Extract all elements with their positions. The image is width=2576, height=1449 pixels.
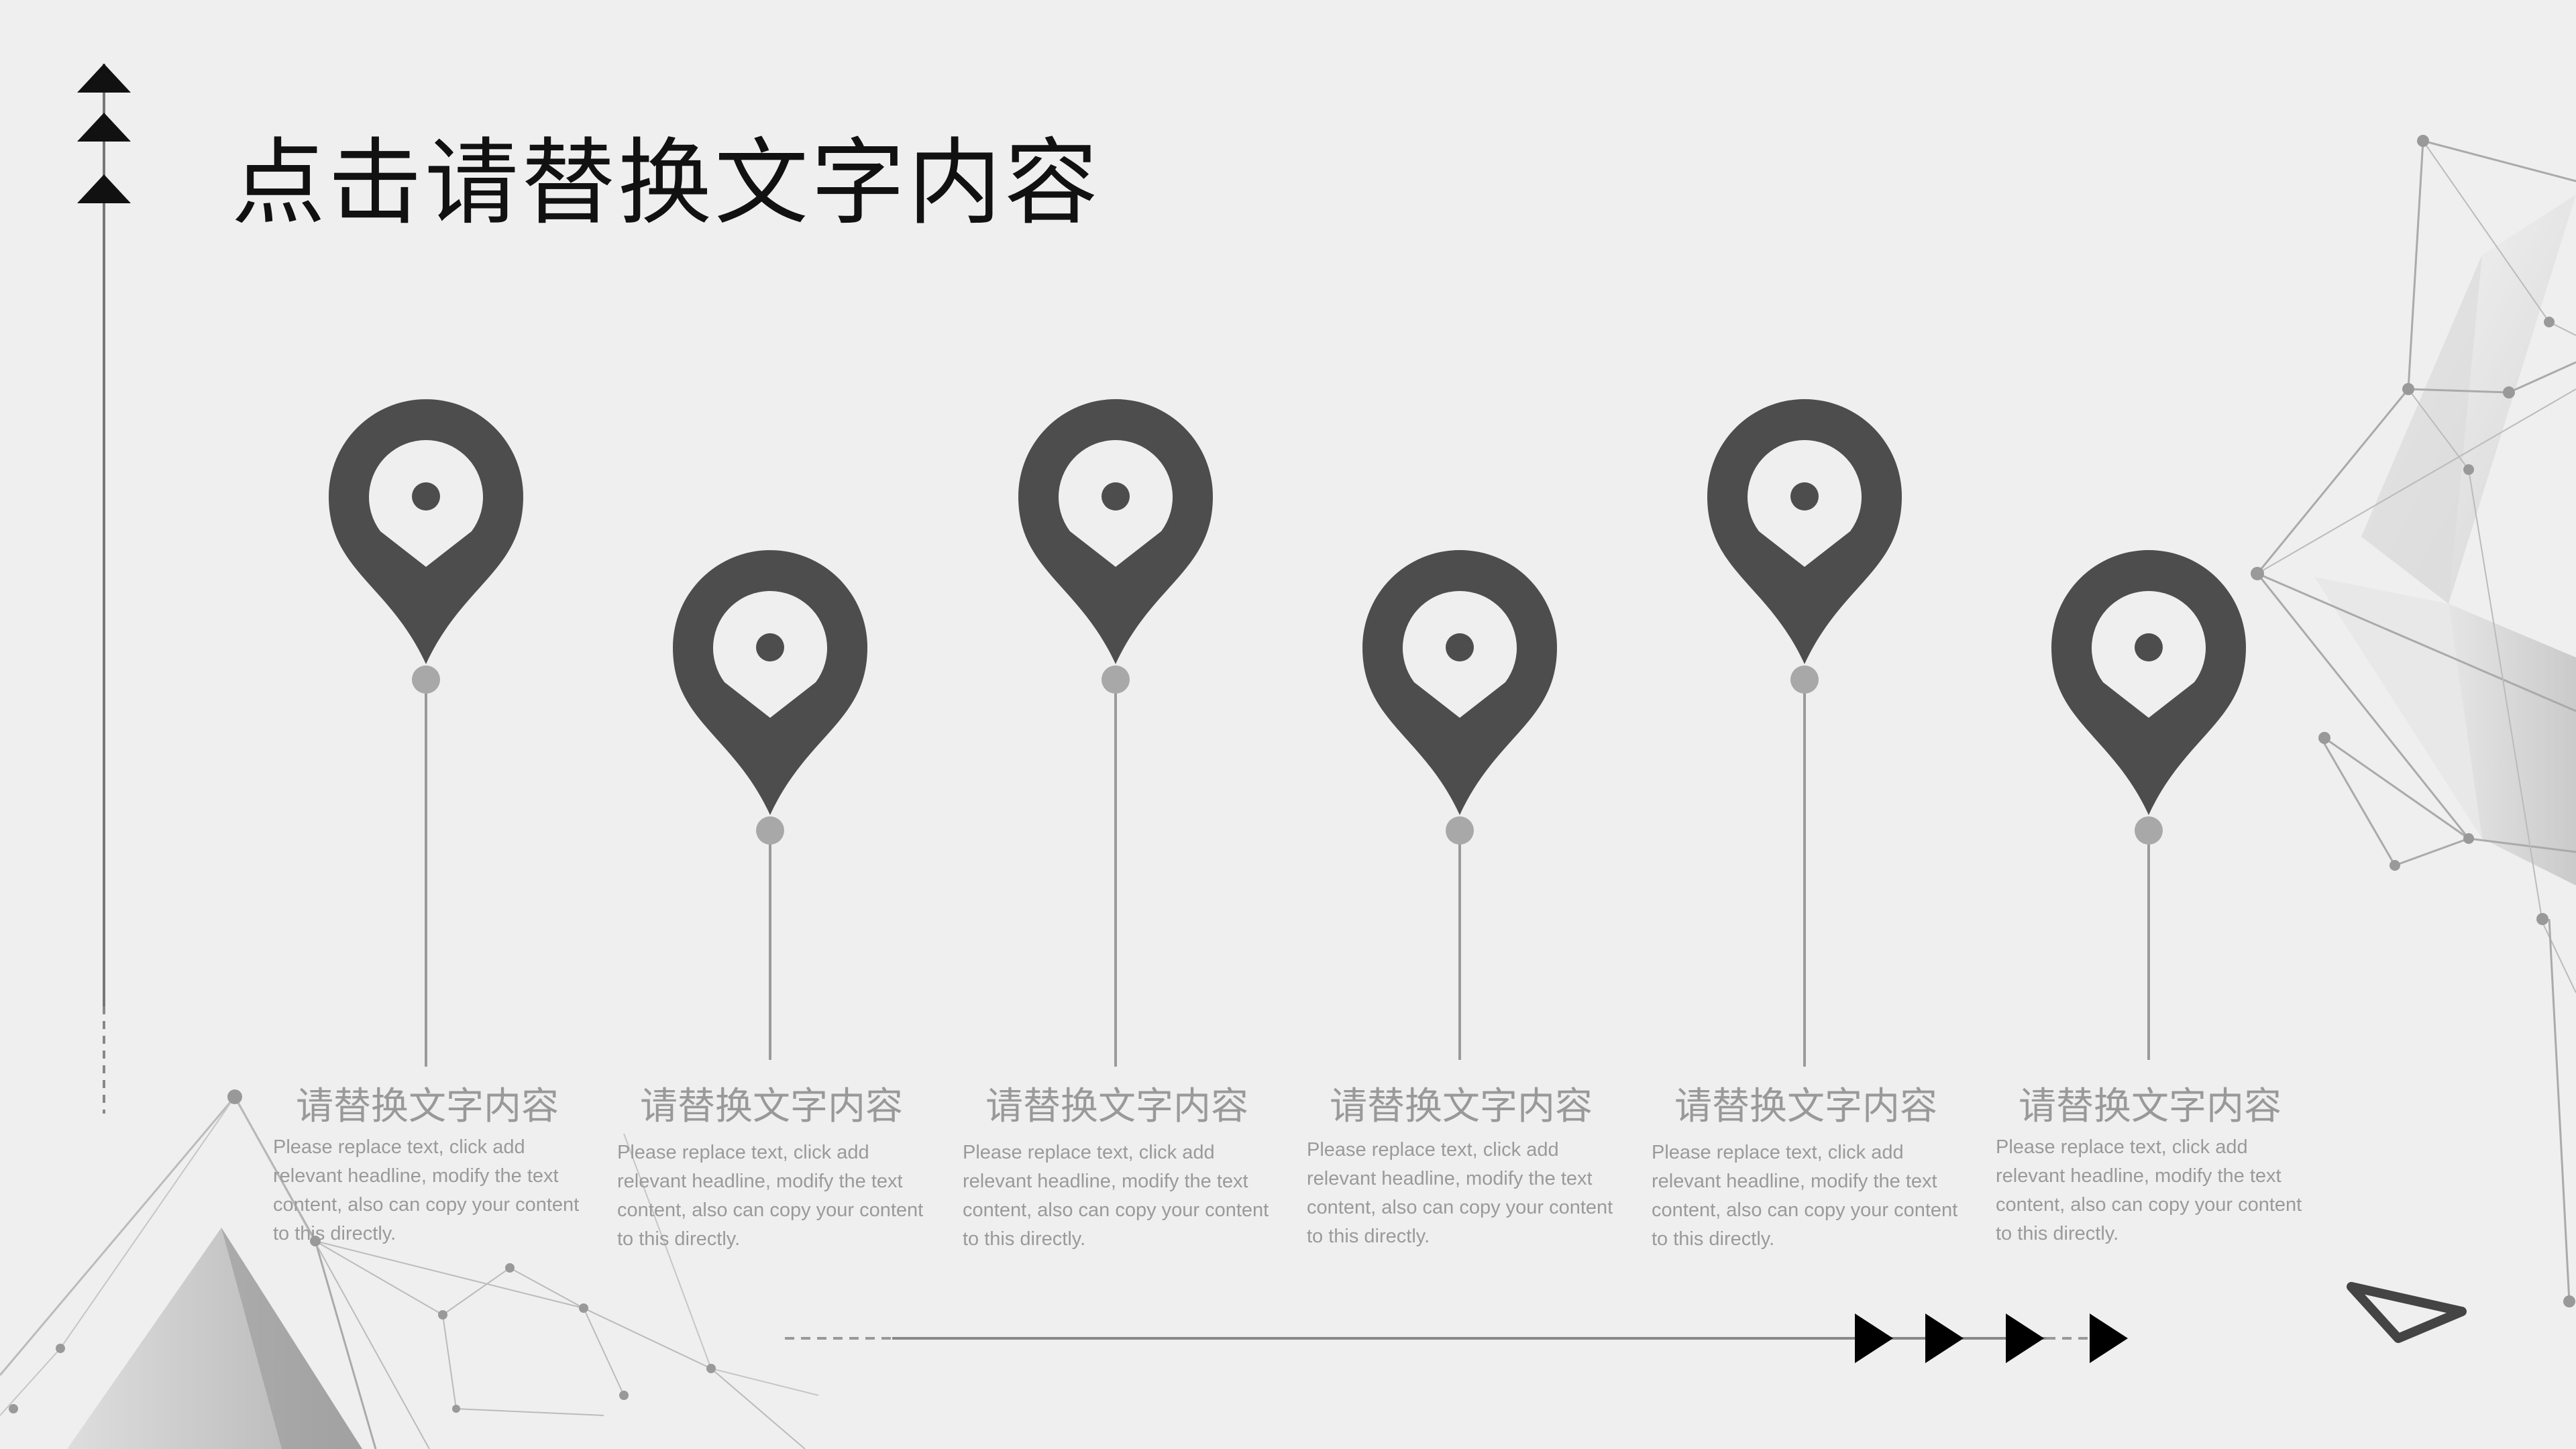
- page-title: 点击请替换文字内容: [231, 129, 1102, 238]
- map-pin-icon: [673, 550, 867, 815]
- decorative-network-bottom-left: [0, 1089, 819, 1449]
- map-pin-icon: [1707, 399, 1902, 664]
- item-column: 请替换文字内容 Please replace text, click add re…: [963, 1083, 1271, 1254]
- item-description: Please replace text, click add relevant …: [963, 1142, 1269, 1250]
- timeline-node: [412, 665, 440, 694]
- item-description: Please replace text, click add relevant …: [1307, 1139, 1613, 1247]
- item-column: 请替换文字内容 Please replace text, click add re…: [1307, 1083, 1615, 1251]
- item-heading: 请替换文字内容: [640, 1085, 903, 1128]
- map-pin-icon: [329, 399, 523, 664]
- timeline-node: [1446, 816, 1474, 845]
- timeline-node: [1790, 665, 1819, 694]
- item-description: Please replace text, click add relevant …: [273, 1136, 580, 1244]
- triangle-outline-icon: [2347, 1282, 2467, 1343]
- item-column: 请替换文字内容 Please replace text, click add re…: [1652, 1083, 1960, 1254]
- timeline-node: [2135, 816, 2163, 845]
- item-column: 请替换文字内容 Please replace text, click add re…: [273, 1083, 582, 1248]
- item-description: Please replace text, click add relevant …: [1652, 1142, 1958, 1250]
- item-heading: 请替换文字内容: [1674, 1085, 1937, 1128]
- play-arrow-icon: [1855, 1313, 2128, 1363]
- map-pin-icon: [1018, 399, 1213, 664]
- map-pin-icon: [1362, 550, 1557, 815]
- item-description: Please replace text, click add relevant …: [1996, 1136, 2302, 1244]
- item-heading: 请替换文字内容: [1330, 1085, 1593, 1128]
- timeline-node: [756, 816, 784, 845]
- map-pin-icon: [2051, 550, 2246, 815]
- item-heading: 请替换文字内容: [2019, 1085, 2282, 1128]
- item-heading: 请替换文字内容: [296, 1085, 559, 1128]
- item-description: Please replace text, click add relevant …: [617, 1142, 924, 1250]
- item-heading: 请替换文字内容: [985, 1085, 1248, 1128]
- item-column: 请替换文字内容 Please replace text, click add re…: [617, 1083, 926, 1254]
- triangle-up-icon: [77, 64, 131, 203]
- item-column: 请替换文字内容 Please replace text, click add re…: [1996, 1083, 2304, 1248]
- timeline-node: [1102, 665, 1130, 694]
- pin-group: [329, 399, 2246, 1067]
- decorative-network-right: [2251, 135, 2576, 1307]
